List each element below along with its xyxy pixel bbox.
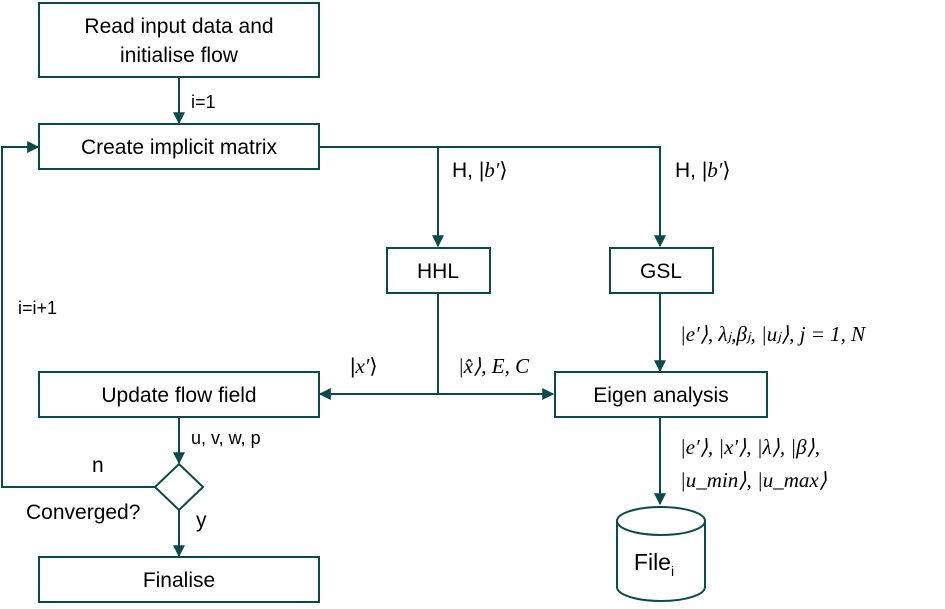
node-eigen-label: Eigen analysis (593, 384, 728, 407)
label-gsl-to-eigen: |e′⟩, λⱼ,βⱼ, |uⱼ⟩, j = 1, N (680, 322, 866, 346)
node-gsl: GSL (609, 247, 714, 294)
node-converged-decision (153, 462, 205, 512)
node-finalise: Finalise (38, 556, 320, 603)
node-read-input-line1: Read input data and (84, 15, 273, 38)
label-hhl-to-update: |x′⟩ (350, 354, 378, 378)
label-eigen-to-file-line1: |e′⟩, |x′⟩, |λ⟩, |β⟩, (680, 435, 820, 459)
node-create-matrix: Create implicit matrix (38, 123, 320, 170)
label-no: n (92, 454, 104, 477)
label-hhl-to-eigen: |x̂⟩, E, C (458, 354, 530, 378)
node-update-flow-label: Update flow field (101, 384, 256, 407)
node-read-input-line2: initialise flow (120, 44, 239, 67)
label-init-index: i=1 (191, 92, 216, 112)
node-finalise-label: Finalise (143, 569, 215, 592)
node-file-cylinder: Filei (616, 506, 706, 602)
node-gsl-label: GSL (640, 260, 682, 283)
node-eigen: Eigen analysis (554, 371, 768, 418)
label-to-hhl: H, |b′⟩ (452, 158, 508, 182)
node-update-flow: Update flow field (38, 371, 320, 418)
node-create-matrix-label: Create implicit matrix (81, 136, 278, 159)
label-eigen-to-file-line2: |u_min⟩, |u_max⟩ (680, 468, 827, 492)
edge-loop-back (1, 141, 155, 488)
label-update-outputs: u, v, w, p (191, 428, 261, 448)
edge-create-to-gsl (320, 146, 666, 248)
label-converged: Converged? (26, 501, 140, 524)
node-hhl: HHL (386, 247, 491, 294)
node-file-label: Filei (634, 549, 674, 579)
label-yes: y (196, 509, 207, 532)
label-to-gsl: H, |b′⟩ (675, 158, 731, 182)
label-loop-index: i=i+1 (18, 298, 57, 318)
node-hhl-label: HHL (417, 260, 459, 283)
node-read-input: Read input data and initialise flow (38, 2, 320, 78)
